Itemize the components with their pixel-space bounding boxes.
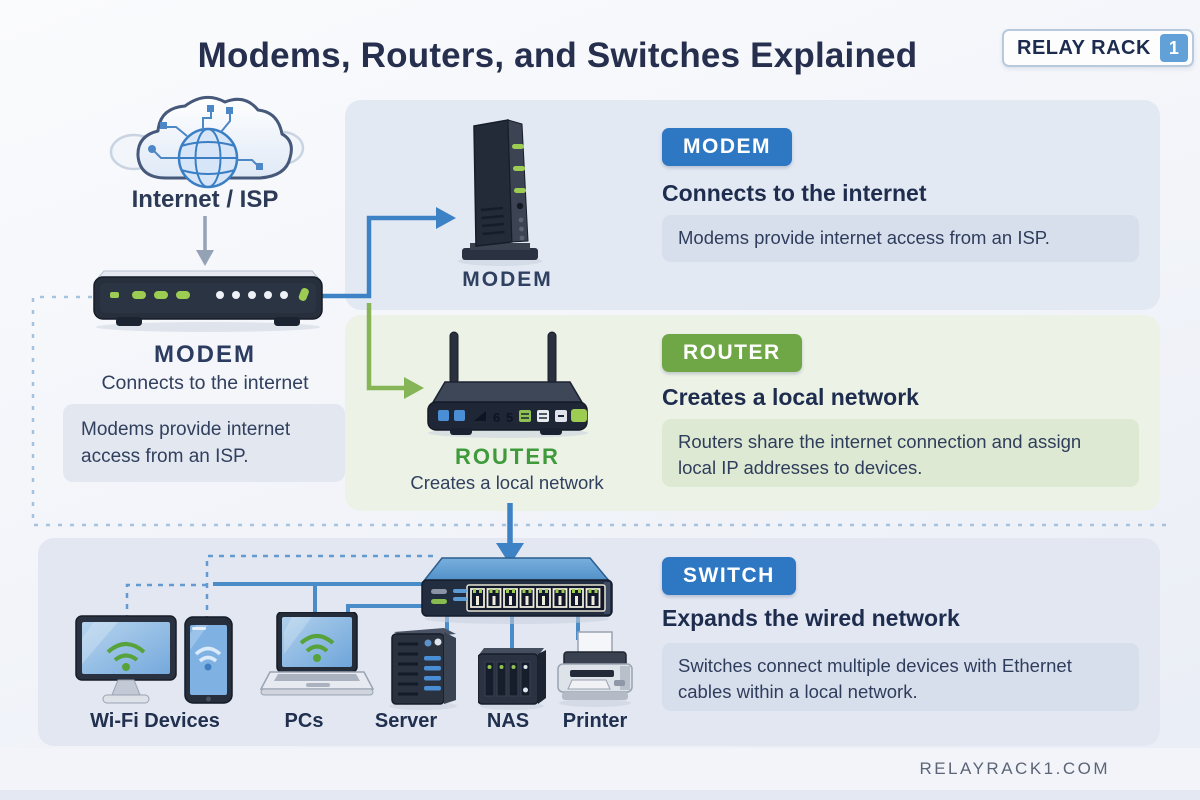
- router-label: ROUTER: [455, 444, 560, 469]
- brand-name: RELAY RACK: [1017, 36, 1151, 59]
- footer-band: [0, 748, 1200, 790]
- left-modem-tagline: Connects to the internet: [101, 372, 309, 394]
- printer-icon: [557, 631, 633, 707]
- page-title: Modems, Routers, and Switches Explained: [197, 36, 918, 75]
- wifi-icon: [106, 642, 146, 662]
- wifi-icon: [299, 634, 335, 653]
- wireless-router-icon: 6 5: [427, 331, 588, 438]
- tablet-wifi-icon: [184, 616, 233, 704]
- footer-strip: [0, 790, 1200, 800]
- device-label-nas: NAS: [486, 710, 530, 732]
- tower-modem-label: MODEM: [462, 268, 553, 291]
- router-badge: ROUTER: [662, 334, 802, 372]
- desktop-wifi-icon: [75, 615, 177, 704]
- switch-description: Switches connect multiple devices with E…: [662, 643, 1139, 711]
- modem-badge: MODEM: [662, 128, 792, 166]
- svg-text:5: 5: [506, 410, 513, 425]
- modem-horizontal-icon: [93, 270, 323, 332]
- globe-icon: [177, 127, 239, 189]
- nas-icon: [478, 648, 546, 710]
- svg-text:6: 6: [493, 410, 500, 425]
- left-modem-note: Modems provide internet access from an I…: [63, 404, 345, 482]
- router-tagline: Creates a local network: [410, 472, 604, 493]
- router-description: Routers share the internet connection an…: [662, 419, 1139, 487]
- footer-website: RELAYRACK1.COM: [919, 759, 1110, 778]
- brand-number-badge: 1: [1159, 34, 1188, 62]
- device-label-wifi-devices: Wi-Fi Devices: [90, 710, 220, 732]
- modem-heading: Connects to the internet: [662, 180, 927, 206]
- brand-logo: RELAY RACK 1: [1002, 29, 1194, 67]
- modem-description: Modems provide internet access from an I…: [662, 215, 1139, 262]
- switch-heading: Expands the wired network: [662, 605, 960, 631]
- cloud-globe-icon: [109, 95, 305, 189]
- left-modem-label: MODEM: [154, 341, 256, 368]
- modem-tower-icon: [458, 119, 542, 266]
- wifi-icon: [194, 646, 222, 663]
- isp-down-arrow: [196, 216, 214, 266]
- server-tower-icon: [389, 628, 457, 710]
- laptop-wifi-icon: [260, 612, 375, 696]
- device-label-printer: Printer: [562, 710, 628, 732]
- circuit-traces: [148, 105, 263, 170]
- nas-bays: [484, 661, 531, 697]
- network-switch-icon: [421, 557, 613, 624]
- device-label-pcs: PCs: [284, 710, 324, 732]
- internet-isp-label: Internet / ISP: [131, 186, 279, 213]
- device-label-server: Server: [374, 710, 438, 732]
- switch-badge: SWITCH: [662, 557, 796, 595]
- router-heading: Creates a local network: [662, 384, 919, 410]
